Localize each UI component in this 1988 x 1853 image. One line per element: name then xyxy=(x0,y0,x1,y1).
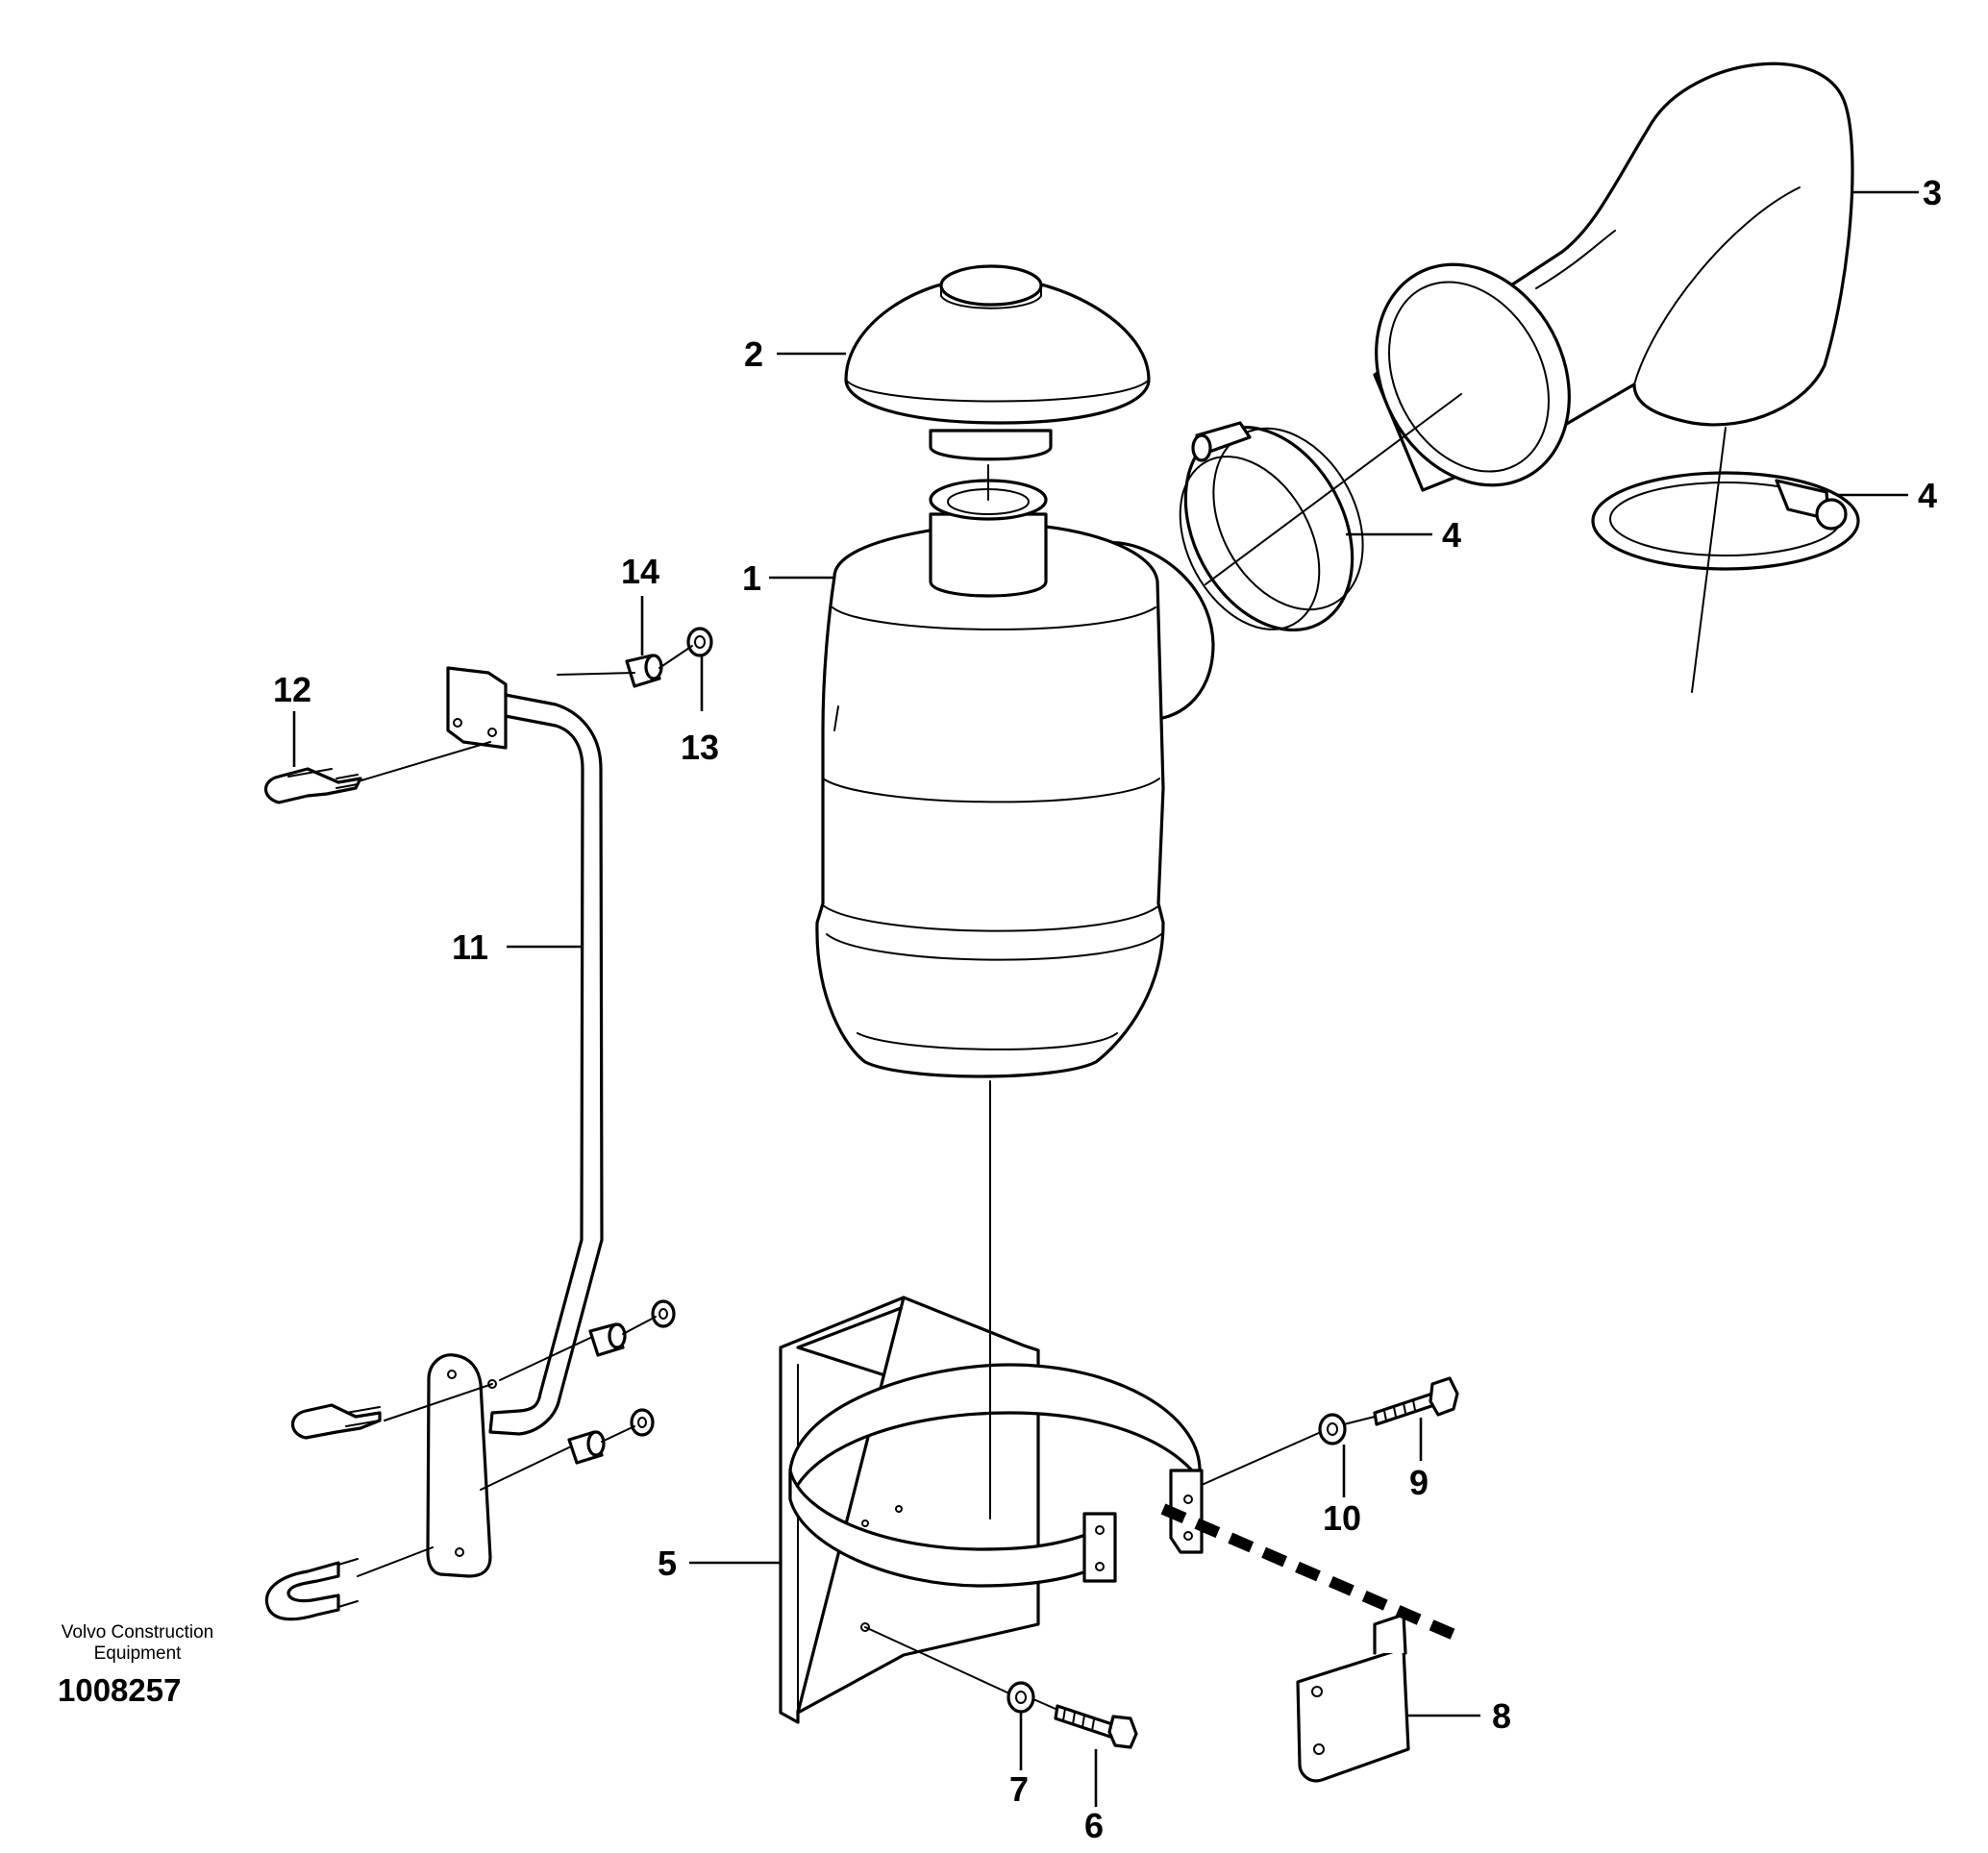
callout-14: 14 xyxy=(621,552,659,591)
hose-clamp-left xyxy=(1179,421,1364,632)
callout-3: 3 xyxy=(1923,173,1942,212)
callout-5: 5 xyxy=(658,1544,677,1583)
u-bolt-middle xyxy=(290,1403,382,1440)
rubber-bushing-top xyxy=(625,654,663,688)
lock-nut-middle xyxy=(651,1299,676,1328)
u-bolt-top xyxy=(263,767,362,804)
callout-4-left: 4 xyxy=(1442,515,1461,555)
callout-13: 13 xyxy=(681,728,719,767)
drawing-number: 1008257 xyxy=(58,1672,181,1708)
callout-12: 12 xyxy=(273,670,311,709)
washer-7 xyxy=(1006,1681,1035,1714)
assembly-lines xyxy=(357,393,1727,1710)
intake-elbow-hose xyxy=(1373,62,1854,492)
bolt-6 xyxy=(1054,1704,1138,1749)
callout-8: 8 xyxy=(1492,1696,1511,1736)
support-bracket xyxy=(1296,1613,1410,1783)
callout-9: 9 xyxy=(1409,1463,1429,1502)
callout-10: 10 xyxy=(1323,1498,1361,1538)
air-cleaner-housing xyxy=(815,479,1215,1078)
support-rod xyxy=(426,666,604,1578)
callout-1: 1 xyxy=(742,558,761,598)
lock-nut-bottom xyxy=(630,1408,655,1437)
lock-nut-top xyxy=(686,627,713,657)
u-bolt-bottom xyxy=(264,1558,359,1621)
callout-leaders xyxy=(292,190,1919,1807)
rubber-bushing-bottom xyxy=(567,1430,606,1465)
mounting-bracket xyxy=(779,1296,1204,1724)
callout-labels: 1 2 3 4 4 5 6 7 8 9 10 11 12 13 14 xyxy=(273,173,1942,1845)
callout-11: 11 xyxy=(452,927,488,967)
brand-line-2: Equipment xyxy=(94,1643,183,1664)
callout-2: 2 xyxy=(744,334,763,374)
callout-7: 7 xyxy=(1009,1769,1029,1809)
rubber-bushing-middle xyxy=(588,1322,627,1357)
bolt-9 xyxy=(1373,1376,1459,1426)
brand-line-1: Volvo Construction xyxy=(62,1622,213,1643)
washer-10 xyxy=(1318,1413,1347,1445)
callout-4-right: 4 xyxy=(1918,476,1937,515)
pre-cleaner-cap xyxy=(844,264,1151,461)
drawing-reference: Volvo Construction Equipment 1008257 xyxy=(58,1622,213,1708)
callout-6: 6 xyxy=(1084,1806,1104,1845)
hose-clamp-right xyxy=(1591,471,1860,571)
